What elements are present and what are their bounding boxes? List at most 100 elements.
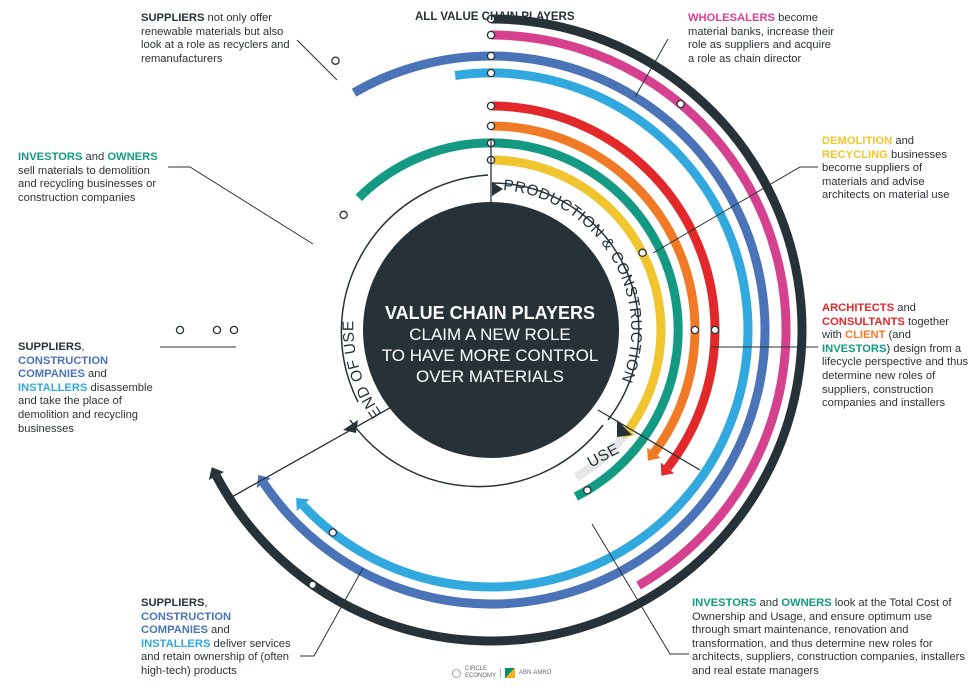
hl-client: CLIENT xyxy=(845,329,886,342)
logo-separator xyxy=(500,668,502,678)
hl-suppliers: SUPPLIERS xyxy=(141,12,205,24)
hl-installers: INSTALLERS xyxy=(141,637,211,650)
hl-suppliers: SUPPLIERS xyxy=(18,341,82,353)
note-text: deliver services and retain ownership of… xyxy=(141,637,291,677)
note-text: and xyxy=(894,302,916,314)
hl-demolition: DEMOLITION xyxy=(822,135,893,147)
start-dot-red xyxy=(486,101,496,111)
hl-suppliers: SUPPLIERS xyxy=(141,597,205,609)
note-text: , xyxy=(81,341,85,353)
leader-demolition xyxy=(652,166,818,254)
dot-sl-dark xyxy=(175,325,185,335)
center-line-2: CLAIM A NEW ROLE xyxy=(409,325,571,344)
hl-investors: INVESTORS xyxy=(18,151,83,163)
ring-teal-investors xyxy=(355,138,683,501)
note-suppliers-services: SUPPLIERS, CONSTRUCTION COMPANIES and IN… xyxy=(141,597,299,679)
leader-lines xyxy=(160,38,818,657)
hl-wholesalers: WHOLESALERS xyxy=(688,12,776,24)
center-line-3: TO HAVE MORE CONTROL xyxy=(381,346,599,365)
logo-text-1: CIRCLE xyxy=(465,666,488,672)
leader-investors-left xyxy=(168,166,314,245)
phase-arc-production xyxy=(491,182,640,421)
hl-investors: INVESTORS xyxy=(822,342,887,355)
logo-text-2: ECONOMY xyxy=(465,673,497,679)
dot-sb-sky xyxy=(328,528,338,537)
circle-economy-logo-icon xyxy=(452,668,461,678)
note-text: and xyxy=(892,135,915,147)
note-text: , xyxy=(204,597,208,609)
ring-red-architects-arrowhead xyxy=(660,462,675,476)
ring-sky-installers xyxy=(299,68,753,592)
ring-red-architects xyxy=(490,101,720,471)
ring-orange-consultants xyxy=(490,121,700,456)
dot-wholesalers xyxy=(676,99,685,109)
ring-blue-construction-arrowhead xyxy=(256,474,271,488)
note-text: (and xyxy=(885,329,911,342)
note-text: and xyxy=(756,597,782,609)
dot-suppliers-top xyxy=(331,56,340,65)
abn-amro-wordmark: ABN·AMRO xyxy=(519,669,552,676)
note-text: ) design from a lifecycle perspective an… xyxy=(822,342,969,410)
leader-suppliers-bottom xyxy=(300,567,364,657)
note-text: become material banks, increase their ro… xyxy=(688,12,835,65)
dot-sb-dark xyxy=(308,580,317,590)
start-dot-blue xyxy=(486,51,496,61)
ring-blue-construction xyxy=(260,51,770,609)
start-dot-orange xyxy=(486,121,496,131)
center-line-1: VALUE CHAIN PLAYERS xyxy=(384,303,596,323)
arrowhead-production xyxy=(492,182,503,196)
center-disc xyxy=(363,202,619,458)
note-text: and xyxy=(207,624,230,637)
note-suppliers-recyclers: SUPPLIERS not only offer renewable mater… xyxy=(141,12,306,66)
dot-investors-left xyxy=(339,210,348,220)
ring-dark-suppliers-arrowhead xyxy=(208,467,224,480)
hl-consultants: CONSULTANTS xyxy=(822,315,905,328)
hl-owners: OWNERS xyxy=(781,597,832,609)
note-text: and xyxy=(82,151,108,163)
phase-arc-end-of-use xyxy=(340,174,489,403)
ring-dark-suppliers xyxy=(212,14,807,646)
hl-construction-companies: CONSTRUCTION COMPANIES xyxy=(141,610,232,637)
hl-investors: INVESTORS xyxy=(692,597,757,609)
hl-construction-companies: CONSTRUCTION COMPANIES xyxy=(18,354,109,381)
ring-layer xyxy=(208,14,807,646)
arrowhead-end-of-use xyxy=(343,420,358,433)
leader-wholesalers xyxy=(634,38,669,98)
abn-amro-logo-icon xyxy=(505,668,516,678)
dot-sl-sky xyxy=(229,325,239,335)
note-text: and xyxy=(84,368,107,381)
diagram-title: ALL VALUE CHAIN PLAYERS xyxy=(415,11,575,23)
start-dot-dark xyxy=(486,14,496,24)
note-demolition: DEMOLITION and RECYCLING businesses beco… xyxy=(822,135,970,203)
dot-arch-orange xyxy=(690,325,700,335)
ring-sky-installers-arrowhead xyxy=(296,498,310,512)
hl-owners: OWNERS xyxy=(107,151,158,163)
note-architects: ARCHITECTS and CONSULTANTS together with… xyxy=(822,302,972,411)
note-text: disassemble and take the place of demoli… xyxy=(18,381,153,435)
arrowhead-use xyxy=(617,420,632,437)
note-investors-tco: INVESTORS and OWNERS look at the Total C… xyxy=(692,597,968,679)
hl-installers: INSTALLERS xyxy=(18,381,88,394)
phase-divider-left xyxy=(229,404,396,499)
hl-recycling: RECYCLING xyxy=(822,148,888,161)
note-text: businesses become suppliers of materials… xyxy=(822,148,950,202)
note-text: not only offer renewable materials but a… xyxy=(141,12,290,65)
phase-arc-use xyxy=(349,419,604,488)
note-text: together with xyxy=(822,315,950,342)
dot-demolition xyxy=(638,248,647,258)
center-statement: VALUE CHAIN PLAYERS CLAIM A NEW ROLE TO … xyxy=(370,302,610,387)
ring-orange-consultants-arrowhead xyxy=(647,447,661,461)
note-text: sell materials to demolition and recycli… xyxy=(18,164,157,204)
dot-arch-red xyxy=(710,325,720,335)
start-dot-pink xyxy=(486,30,496,40)
dot-investors-bottom xyxy=(583,486,592,495)
note-suppliers-disassemble: SUPPLIERS,CONSTRUCTION COMPANIES and INS… xyxy=(18,341,158,436)
start-dot-sky xyxy=(486,68,496,78)
hl-architects: ARCHITECTS xyxy=(822,302,895,314)
leader-investors-bottom xyxy=(591,523,689,655)
center-line-4: OVER MATERIALS xyxy=(416,367,564,386)
note-text: look at the Total Cost of Ownership and … xyxy=(692,597,965,677)
